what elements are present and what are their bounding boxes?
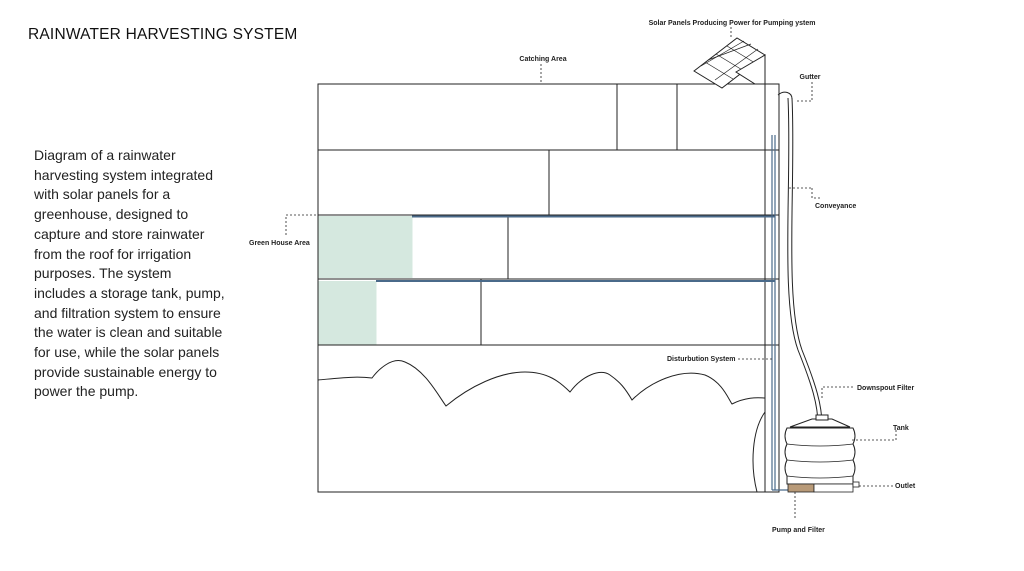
label-pump-and-filter: Pump and Filter <box>772 527 825 534</box>
pump-filter <box>787 483 815 493</box>
label-solar-panels: Solar Panels Producing Power for Pumping… <box>649 20 816 27</box>
greenhouse-area-upper <box>318 216 413 278</box>
description-text: Diagram of a rainwater harvesting system… <box>34 147 225 400</box>
gutter <box>777 91 793 100</box>
tank-base <box>813 483 854 493</box>
label-catching-area: Catching Area <box>519 56 566 63</box>
label-outlet: Outlet <box>895 483 916 490</box>
label-green-house-area: Green House Area <box>249 240 310 247</box>
solar-panel <box>693 37 766 89</box>
tank <box>784 414 856 485</box>
page-title: RAINWATER HARVESTING SYSTEM <box>28 26 298 43</box>
leader-lines <box>285 27 897 520</box>
label-conveyance: Conveyance <box>815 203 856 210</box>
label-disturbution-system: Disturbution System <box>667 356 735 363</box>
label-downspout-filter: Downspout Filter <box>857 385 914 392</box>
label-tank: Tank <box>893 425 909 432</box>
plant-canopy <box>317 360 766 407</box>
conveyance-pipe <box>791 97 823 426</box>
label-gutter: Gutter <box>800 74 821 81</box>
outlet-tap <box>852 481 860 488</box>
greenhouse-area-lower <box>318 281 377 345</box>
plant-canopy-edge <box>752 411 766 493</box>
building-outline <box>317 83 780 493</box>
conveyance-pipe <box>787 97 819 426</box>
